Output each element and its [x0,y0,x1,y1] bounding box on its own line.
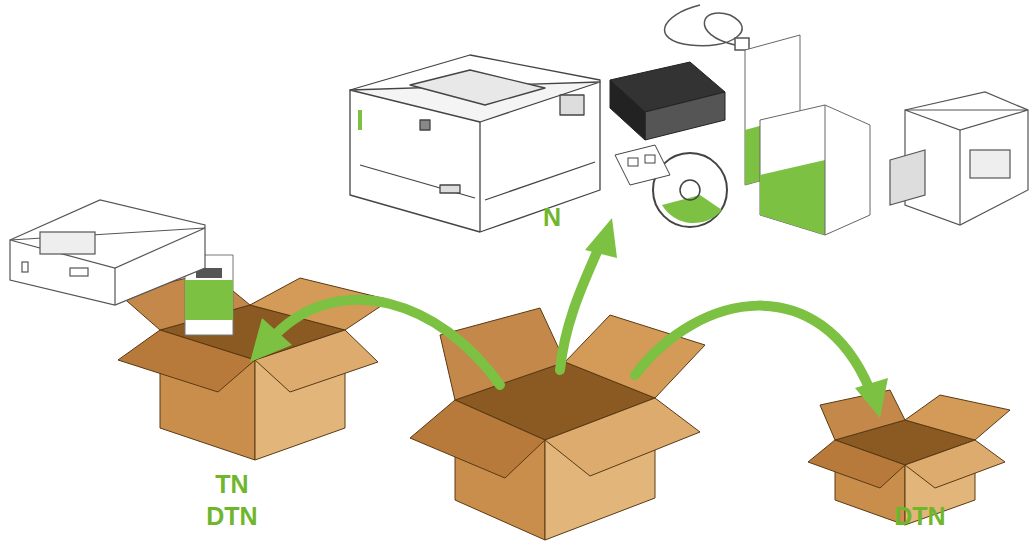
control-overlay [615,145,670,185]
unpack-arrows [275,245,870,390]
arrow-heads [250,218,888,418]
model-label: N [543,203,561,231]
manuals [745,35,870,235]
model-label: TN [215,470,248,498]
duplex-unit [890,92,1028,225]
toner-cartridge [610,62,725,140]
paper-tray [10,200,205,305]
model-label: DTN [894,502,945,530]
model-label: DTN [206,502,257,530]
power-cord [665,5,749,50]
printer [350,55,600,232]
